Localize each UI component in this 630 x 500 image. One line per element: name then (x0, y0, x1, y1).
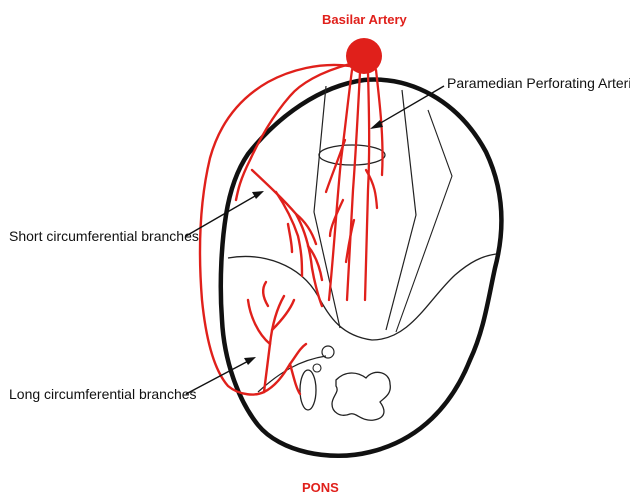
callout-paramedian (372, 86, 444, 128)
basilar-artery (346, 38, 382, 74)
paramedian-arteries-label: Paramedian Perforating Arteries (447, 76, 630, 90)
short-territory-line-right (396, 110, 452, 332)
paramedian-territory-right (386, 90, 416, 330)
median-ellipse (319, 145, 385, 165)
arrowhead-long (244, 357, 256, 365)
paramedian-arteries (326, 70, 383, 300)
callout-arrowheads (244, 120, 383, 365)
nucleus-circle-1 (322, 346, 334, 358)
tegmentum-boundary (228, 254, 496, 340)
fourth-ventricle (332, 372, 390, 420)
arrowhead-short (252, 191, 264, 199)
pons-label: PONS (302, 481, 339, 494)
long-circumferential-label: Long circumferential branches (9, 387, 197, 401)
nucleus-circle-2 (313, 364, 321, 372)
basilar-artery-label: Basilar Artery (322, 13, 407, 26)
lateral-oval (300, 370, 316, 410)
short-circumferential-label: Short circumferential branches (9, 229, 199, 243)
